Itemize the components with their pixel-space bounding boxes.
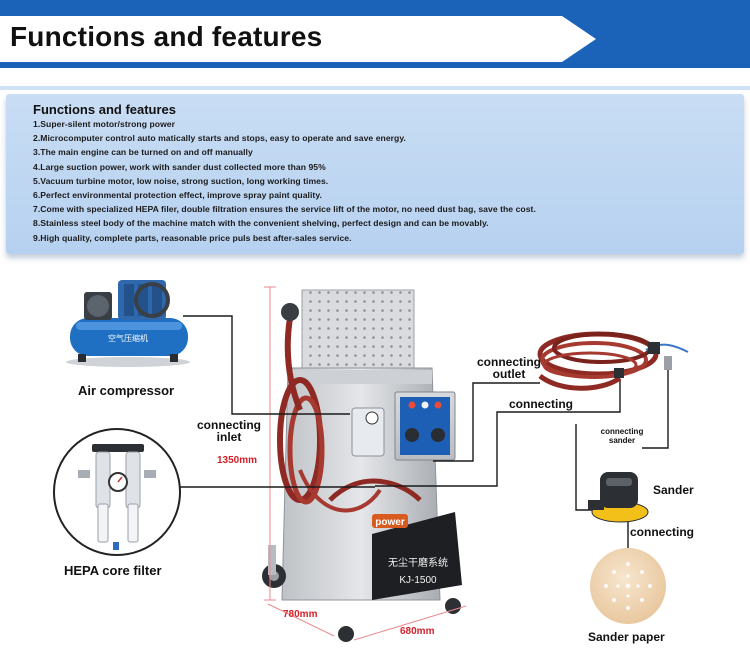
feature-item: 1.Super-silent motor/strong power: [33, 119, 176, 129]
machine-brand: power: [375, 517, 405, 528]
connecting-outlet-line2: outlet: [492, 367, 526, 381]
dust-extractor-machine: 无尘干磨系统 KJ-1500 power: [262, 289, 462, 642]
connecting-outlet-label: connecting outlet: [472, 356, 546, 380]
air-compressor-image: 空气压缩机: [66, 280, 190, 367]
connecting-sander-label: connecting sander: [594, 427, 650, 445]
sander-label: Sander: [653, 483, 694, 497]
sander-image: [588, 472, 649, 523]
feature-item: 9.High quality, complete parts, reasonab…: [33, 232, 352, 243]
connecting-inlet-line2: inlet: [216, 430, 242, 444]
feature-item: 5.Vacuum turbine motor, low noise, stron…: [33, 175, 329, 186]
connector-lines: [180, 315, 669, 548]
features-panel: Functions and features 1.Super-silent mo…: [6, 94, 744, 254]
air-compressor-label: Air compressor: [78, 383, 175, 398]
width-dimension: 680mm: [400, 626, 435, 637]
feature-item: 4.Large suction power, work with sander …: [33, 161, 326, 172]
title-arrow-shape: [0, 16, 596, 62]
connecting-sander-line1: connecting: [600, 427, 644, 436]
connecting-inlet-label: connecting inlet: [194, 419, 264, 443]
sander-paper-label: Sander paper: [588, 630, 665, 644]
feature-item: 2.Microcomputer control auto matically s…: [33, 133, 406, 144]
feature-item: 8.Stainless steel body of the machine ma…: [33, 218, 489, 229]
header-divider: [0, 86, 750, 90]
feature-item: 7.Come with specialized HEPA filer, doub…: [33, 204, 536, 215]
hepa-filter-image: [53, 428, 181, 556]
machine-name-cn: 无尘干磨系统: [388, 556, 448, 569]
connecting-paper-label: connecting: [630, 525, 695, 539]
features-heading: Functions and features: [33, 102, 177, 117]
connecting-outlet-line1: connecting: [476, 355, 541, 369]
feature-item: 6.Perfect environmental protection effec…: [33, 190, 322, 201]
compressor-text: 空气压缩机: [108, 333, 148, 343]
features-list: 1.Super-silent motor/strong power 2.Micr…: [33, 117, 536, 245]
sander-paper-image: [590, 548, 666, 624]
connecting-sander-line2: sander: [608, 436, 636, 445]
dimension-lines: [264, 286, 467, 641]
connecting-inlet-line1: connecting: [196, 418, 261, 432]
connecting-label: connecting: [509, 397, 574, 411]
feature-item: 3.The main engine can be turned on and o…: [33, 147, 253, 158]
height-dimension: 1350mm: [217, 455, 258, 466]
hose-coil-image: [537, 331, 689, 391]
depth-dimension: 780mm: [283, 609, 318, 620]
machine-model: KJ-1500: [399, 575, 437, 586]
page-title: Functions and features: [10, 21, 323, 52]
hepa-filter-label: HEPA core filter: [64, 563, 162, 578]
